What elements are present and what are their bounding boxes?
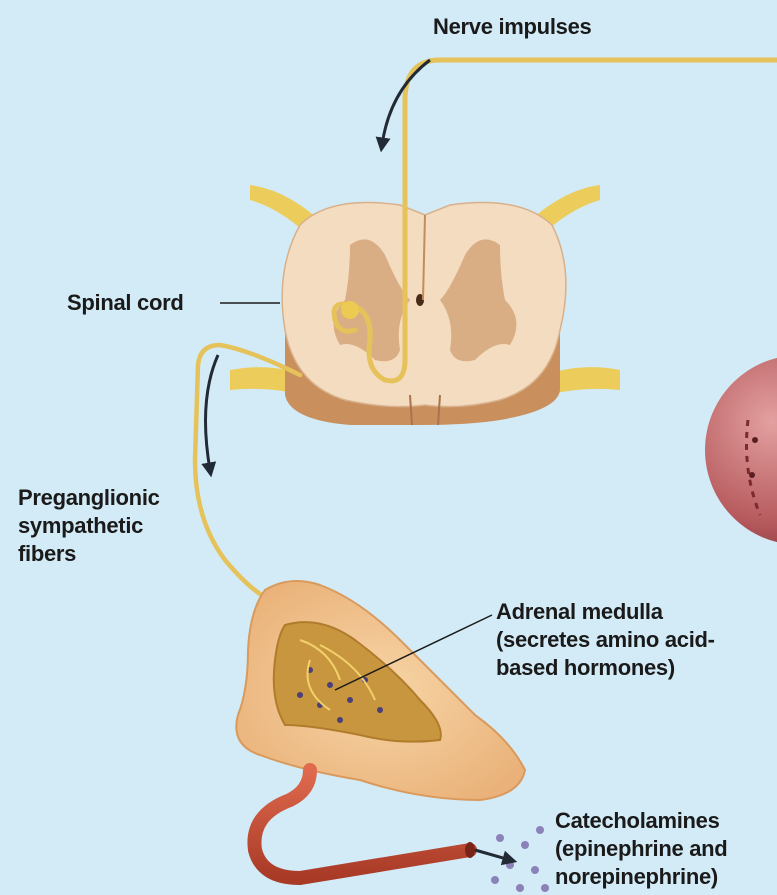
target-cell [705,355,777,545]
label-adrenal-medulla: Adrenal medulla (secretes amino acid- ba… [496,598,715,682]
arrow-preganglionic [206,355,219,470]
vessel-opening [465,842,475,858]
spinal-cord [282,203,566,426]
label-catecholamines: Catecholamines (epinephrine and norepine… [555,807,727,891]
label-nerve-impulses: Nerve impulses [433,13,591,41]
adrenal-gland [236,581,525,800]
cord-synapse [341,301,359,319]
arrow-catecholamines [475,850,510,860]
label-preganglionic-sympathetic-fibers: Preganglionic sympathetic fibers [18,484,160,568]
label-spinal-cord: Spinal cord [67,289,184,317]
catecholamine-molecules [491,826,549,892]
